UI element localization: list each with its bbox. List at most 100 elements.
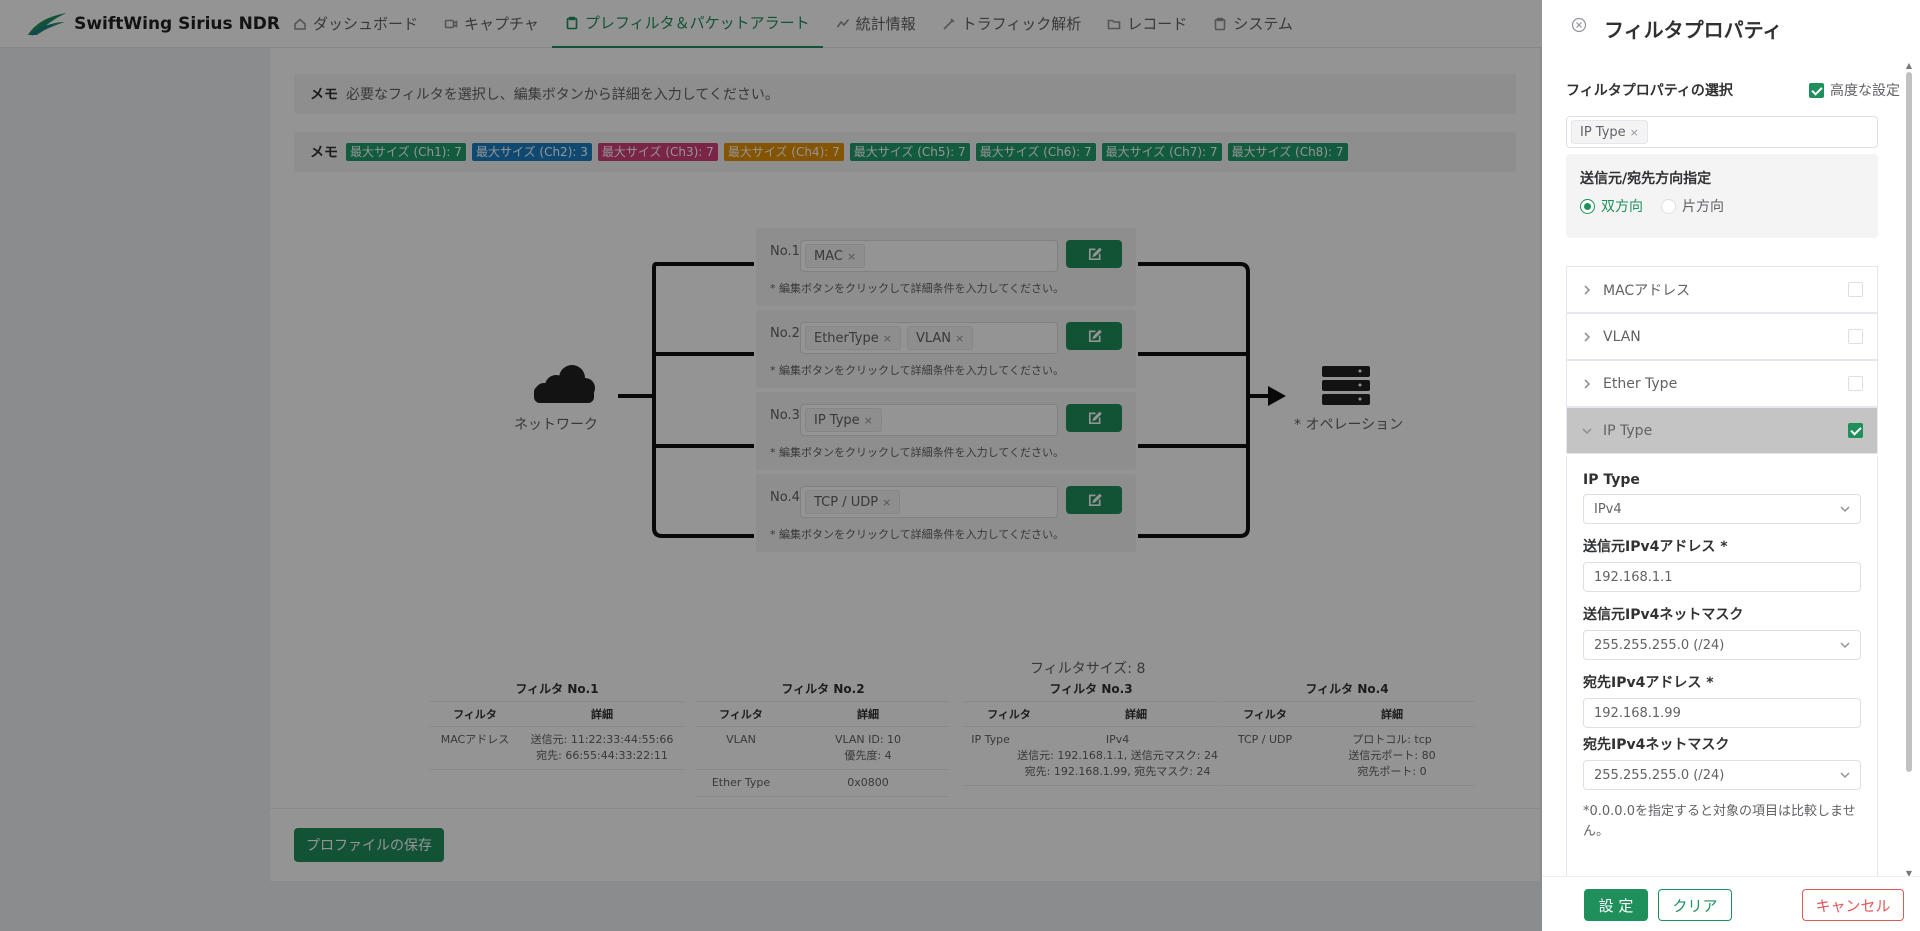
- direction-radio-1[interactable]: 双方向: [1580, 196, 1643, 216]
- cancel-button[interactable]: キャンセル: [1802, 889, 1904, 921]
- advanced-setting-toggle[interactable]: 高度な設定: [1809, 80, 1900, 100]
- filter-chip: TCP / UDP×: [805, 490, 901, 514]
- direction-label: 送信元/宛先方向指定: [1580, 171, 1712, 187]
- flow-arrow-icon: [1268, 386, 1286, 406]
- chip-label: VLAN: [915, 330, 952, 346]
- accordion-section-3[interactable]: Ether Type: [1566, 360, 1878, 407]
- wand-icon: [943, 17, 955, 30]
- clear-button[interactable]: クリア: [1658, 889, 1732, 921]
- scroll-thumb[interactable]: [1906, 72, 1912, 772]
- summary-header: フィルタ詳細: [964, 702, 1218, 727]
- chip-remove-icon[interactable]: ×: [955, 331, 965, 345]
- section-checkbox[interactable]: [1848, 282, 1863, 297]
- nav-item-4[interactable]: 統計情報: [823, 0, 929, 48]
- property-multi-select[interactable]: IP Type ×: [1566, 116, 1878, 148]
- edit-icon: [1088, 247, 1102, 260]
- dst-mask-select[interactable]: 255.255.255.0 (/24): [1583, 760, 1861, 790]
- max-size-tag: 最大サイズ (Ch3): 7: [597, 143, 718, 161]
- direction-radio-2[interactable]: 片方向: [1661, 196, 1724, 216]
- col-filter: フィルタ: [987, 708, 1031, 721]
- modal-overlay[interactable]: [0, 0, 1542, 931]
- src-addr-input[interactable]: 192.168.1.1: [1583, 562, 1861, 592]
- dst-addr-input[interactable]: 192.168.1.99: [1583, 698, 1861, 728]
- row-filter: VLAN: [726, 733, 756, 746]
- nav-item-label: システム: [1233, 15, 1293, 33]
- brand[interactable]: SwiftWing Sirius NDR: [0, 10, 280, 38]
- accordion-section-1[interactable]: MACアドレス: [1566, 266, 1878, 313]
- nav-item-3[interactable]: プレフィルタ＆パケットアラート: [551, 0, 823, 48]
- radio-dot[interactable]: [1580, 198, 1595, 214]
- ip-type-value: IPv4: [1594, 501, 1622, 517]
- nav-item-5[interactable]: トラフィック解析: [929, 0, 1095, 48]
- mask-note: *0.0.0.0を指定すると対象の項目は比較しません。: [1583, 804, 1856, 839]
- detail-line: 宛先ポート: 0: [1357, 765, 1427, 778]
- col-filter: フィルタ: [719, 708, 763, 721]
- chip-label: IP Type: [814, 412, 860, 428]
- chip-remove-icon[interactable]: ×: [846, 249, 857, 263]
- dst-addr-value: 192.168.1.99: [1594, 705, 1681, 721]
- memo-label: メモ: [310, 145, 338, 161]
- edit-filter-button[interactable]: [1066, 240, 1122, 268]
- section-checkbox[interactable]: [1848, 329, 1863, 344]
- accordion-section-4[interactable]: IP Type: [1566, 407, 1878, 454]
- filter-select[interactable]: TCP / UDP×: [800, 486, 1058, 518]
- chevron-right-icon: [1584, 378, 1591, 389]
- filter-select[interactable]: EtherType×VLAN×: [800, 322, 1058, 354]
- row-filter: IP Type: [971, 733, 1010, 746]
- accordion-section-2[interactable]: VLAN: [1566, 313, 1878, 360]
- nav-item-7[interactable]: システム: [1200, 0, 1306, 48]
- edit-filter-button[interactable]: [1066, 404, 1122, 432]
- detail-line: 優先度: 4: [844, 749, 892, 762]
- max-size-tag: 最大サイズ (Ch8): 7: [1227, 143, 1348, 161]
- scroll-up-icon[interactable]: ▲: [1905, 61, 1913, 70]
- chip-remove-icon[interactable]: ×: [882, 331, 892, 345]
- src-addr-value: 192.168.1.1: [1594, 569, 1673, 585]
- chip-remove-icon[interactable]: ×: [1629, 125, 1639, 139]
- operation-label: * オペレーション: [1294, 417, 1404, 433]
- edit-filter-button[interactable]: [1066, 486, 1122, 514]
- section-checkbox[interactable]: [1848, 376, 1863, 391]
- selected-property-chip: IP Type ×: [1571, 120, 1648, 144]
- max-size-tag: 最大サイズ (Ch2): 3: [471, 143, 592, 161]
- chip-label: TCP / UDP: [814, 494, 879, 510]
- radio-dot[interactable]: [1661, 198, 1676, 214]
- chevron-down-icon: [1840, 506, 1850, 513]
- apply-button[interactable]: 設 定: [1584, 889, 1648, 921]
- advanced-setting-checkbox[interactable]: [1809, 82, 1824, 98]
- chip-remove-icon[interactable]: ×: [863, 413, 873, 427]
- detail-line: IPv4: [1105, 733, 1130, 746]
- close-icon[interactable]: [1571, 17, 1587, 33]
- ip-type-select[interactable]: IPv4: [1583, 494, 1861, 524]
- src-mask-label: 送信元IPv4ネットマスク: [1583, 607, 1744, 623]
- nav-item-6[interactable]: レコード: [1094, 0, 1200, 48]
- src-mask-select[interactable]: 255.255.255.0 (/24): [1583, 630, 1861, 660]
- filter-select[interactable]: IP Type×: [800, 404, 1058, 436]
- chevron-down-icon: [1582, 427, 1592, 434]
- chevron-down-icon: [1840, 642, 1850, 649]
- filter-chip: EtherType×: [805, 326, 901, 350]
- network-label: ネットワーク: [514, 417, 598, 433]
- scroll-down-icon[interactable]: ▼: [1905, 869, 1913, 878]
- radio-label: 片方向: [1682, 199, 1724, 215]
- chip-remove-icon[interactable]: ×: [882, 495, 892, 509]
- drawer-header: フィルタプロパティ: [1542, 0, 1920, 54]
- edit-icon: [1088, 411, 1102, 424]
- nav-item-1[interactable]: ダッシュボード: [280, 0, 431, 48]
- memo-label: メモ: [310, 87, 338, 103]
- col-detail: 詳細: [1381, 708, 1403, 721]
- edit-icon: [1088, 493, 1102, 506]
- save-profile-button[interactable]: プロファイルの保存: [294, 828, 444, 862]
- filter-select[interactable]: MAC×: [800, 240, 1058, 272]
- drawer-scrollbar[interactable]: ▲ ▼: [1904, 62, 1914, 878]
- edit-filter-button[interactable]: [1066, 322, 1122, 350]
- nav-item-2[interactable]: キャプチャ: [431, 0, 552, 48]
- section-checkbox[interactable]: [1848, 423, 1863, 438]
- nav-item-label: レコード: [1127, 15, 1188, 33]
- filter-size: フィルタサイズ: 8: [1030, 661, 1146, 677]
